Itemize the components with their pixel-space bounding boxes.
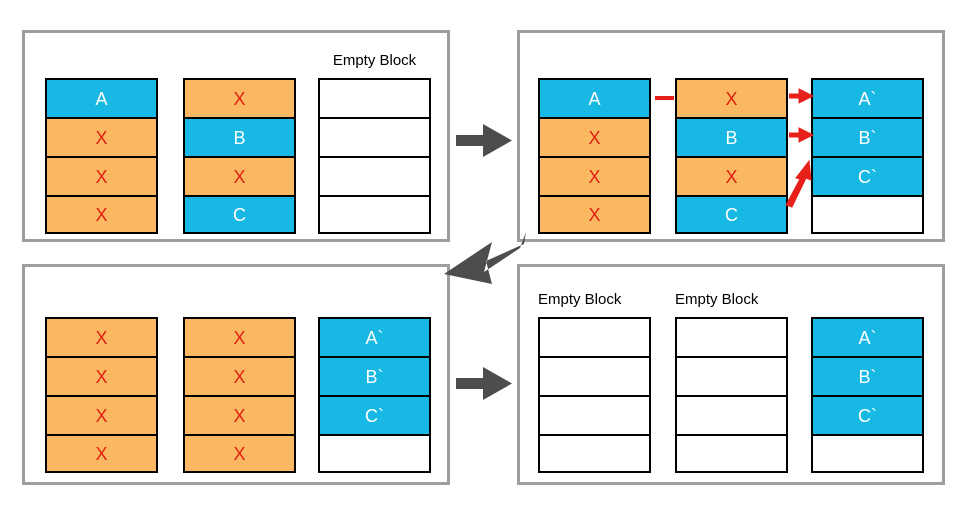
memory-cell[interactable]: C	[183, 195, 296, 234]
column-tr-2: X B X C	[675, 78, 788, 234]
memory-cell[interactable]	[538, 395, 651, 434]
memory-cell[interactable]: X	[183, 78, 296, 117]
memory-cell[interactable]	[318, 156, 431, 195]
copy-link-a-icon	[655, 96, 674, 100]
memory-cell[interactable]: C`	[811, 156, 924, 195]
copy-arrow-c-icon	[785, 159, 812, 208]
column-bl-1: X X X X	[45, 317, 158, 473]
memory-cell[interactable]: A`	[811, 317, 924, 356]
copy-arrow-a-icon	[789, 88, 815, 104]
column-br-3: A` B` C`	[811, 317, 924, 473]
memory-cell[interactable]	[318, 434, 431, 473]
memory-cell[interactable]: B	[183, 117, 296, 156]
memory-cell[interactable]: X	[183, 395, 296, 434]
memory-cell[interactable]	[675, 317, 788, 356]
panel-reclaimed-state: Empty Block Empty Block A` B` C`	[517, 264, 945, 485]
memory-cell[interactable]: C`	[318, 395, 431, 434]
memory-cell[interactable]: X	[45, 117, 158, 156]
memory-cell[interactable]: A`	[811, 78, 924, 117]
memory-cell[interactable]: X	[45, 317, 158, 356]
memory-cell[interactable]: X	[183, 434, 296, 473]
memory-cell[interactable]: X	[45, 195, 158, 234]
memory-cell[interactable]: B`	[811, 356, 924, 395]
empty-block-label: Empty Block	[538, 291, 622, 308]
empty-block-label: Empty Block	[675, 291, 759, 308]
memory-cell[interactable]: B`	[318, 356, 431, 395]
column-br-1: Empty Block	[538, 291, 651, 473]
column-tl-2: X B X C	[183, 78, 296, 234]
flow-arrow-bottom-icon	[456, 367, 512, 400]
column-tl-3: Empty Block	[318, 52, 431, 234]
memory-cell[interactable]: A	[538, 78, 651, 117]
column-bl-2: X X X X	[183, 317, 296, 473]
memory-cell[interactable]: B`	[811, 117, 924, 156]
memory-cell[interactable]	[538, 356, 651, 395]
flow-arrow-middle-icon	[444, 232, 526, 284]
memory-cell[interactable]: B	[675, 117, 788, 156]
memory-cell[interactable]: C	[675, 195, 788, 234]
panel-initial-state: A X X X X B X C Empty Block	[22, 30, 450, 242]
panel-copying-state: A X X X X B X C A` B` C`	[517, 30, 945, 242]
column-br-2: Empty Block	[675, 291, 788, 473]
memory-cell[interactable]: A	[45, 78, 158, 117]
memory-cell[interactable]	[318, 78, 431, 117]
memory-cell[interactable]: X	[183, 356, 296, 395]
memory-cell[interactable]: X	[45, 434, 158, 473]
memory-cell[interactable]	[811, 195, 924, 234]
memory-cell[interactable]: X	[675, 78, 788, 117]
column-bl-3: A` B` C`	[318, 317, 431, 473]
memory-cell[interactable]	[811, 434, 924, 473]
memory-cell[interactable]: X	[538, 195, 651, 234]
memory-cell[interactable]	[675, 434, 788, 473]
memory-cell[interactable]	[675, 395, 788, 434]
memory-cell[interactable]: X	[538, 156, 651, 195]
memory-cell[interactable]	[318, 117, 431, 156]
memory-cell[interactable]	[318, 195, 431, 234]
memory-cell[interactable]	[538, 317, 651, 356]
memory-cell[interactable]	[538, 434, 651, 473]
memory-cell[interactable]	[675, 356, 788, 395]
memory-cell[interactable]: A`	[318, 317, 431, 356]
memory-cell[interactable]: X	[675, 156, 788, 195]
memory-cell[interactable]: X	[183, 156, 296, 195]
flow-arrow-top-icon	[456, 124, 512, 157]
column-tr-1: A X X X	[538, 78, 651, 234]
empty-block-label: Empty Block	[332, 52, 417, 69]
panel-post-copy-state: X X X X X X X X A` B` C`	[22, 264, 450, 485]
memory-cell[interactable]: X	[45, 395, 158, 434]
memory-cell[interactable]: X	[45, 156, 158, 195]
memory-cell[interactable]: X	[45, 356, 158, 395]
memory-cell[interactable]: X	[183, 317, 296, 356]
copy-arrow-b-icon	[789, 127, 815, 143]
memory-cell[interactable]: C`	[811, 395, 924, 434]
column-tl-1: A X X X	[45, 78, 158, 234]
memory-cell[interactable]: X	[538, 117, 651, 156]
column-tr-3: A` B` C`	[811, 78, 924, 234]
